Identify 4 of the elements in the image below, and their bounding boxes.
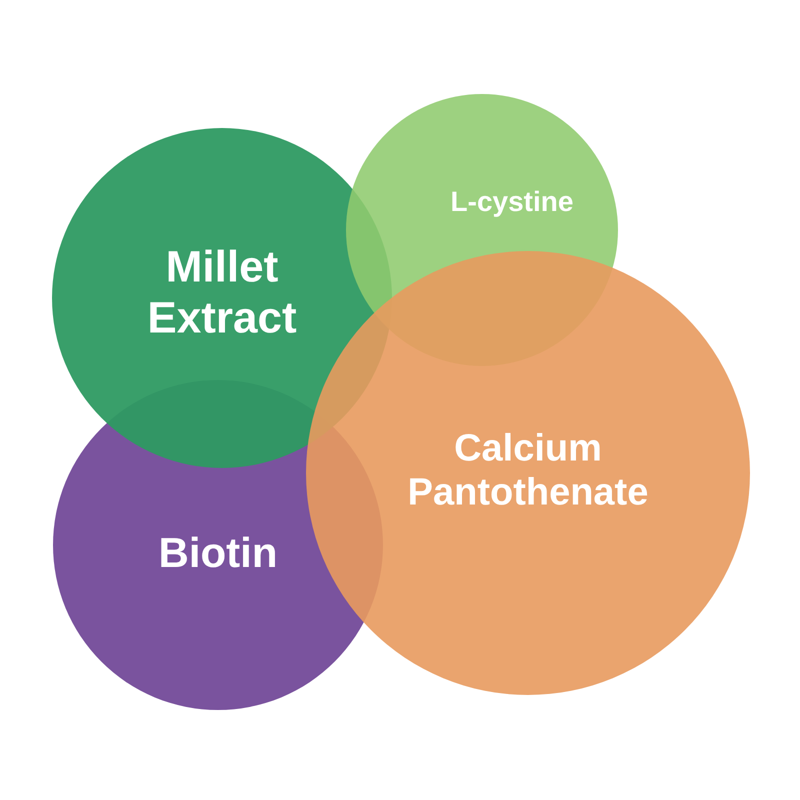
circle-label: Millet Extract	[146, 242, 298, 344]
circle-label: Biotin	[158, 528, 278, 578]
circle-label: Calcium Pantothenate	[406, 427, 650, 515]
circle-label: L-cystine	[450, 186, 574, 218]
